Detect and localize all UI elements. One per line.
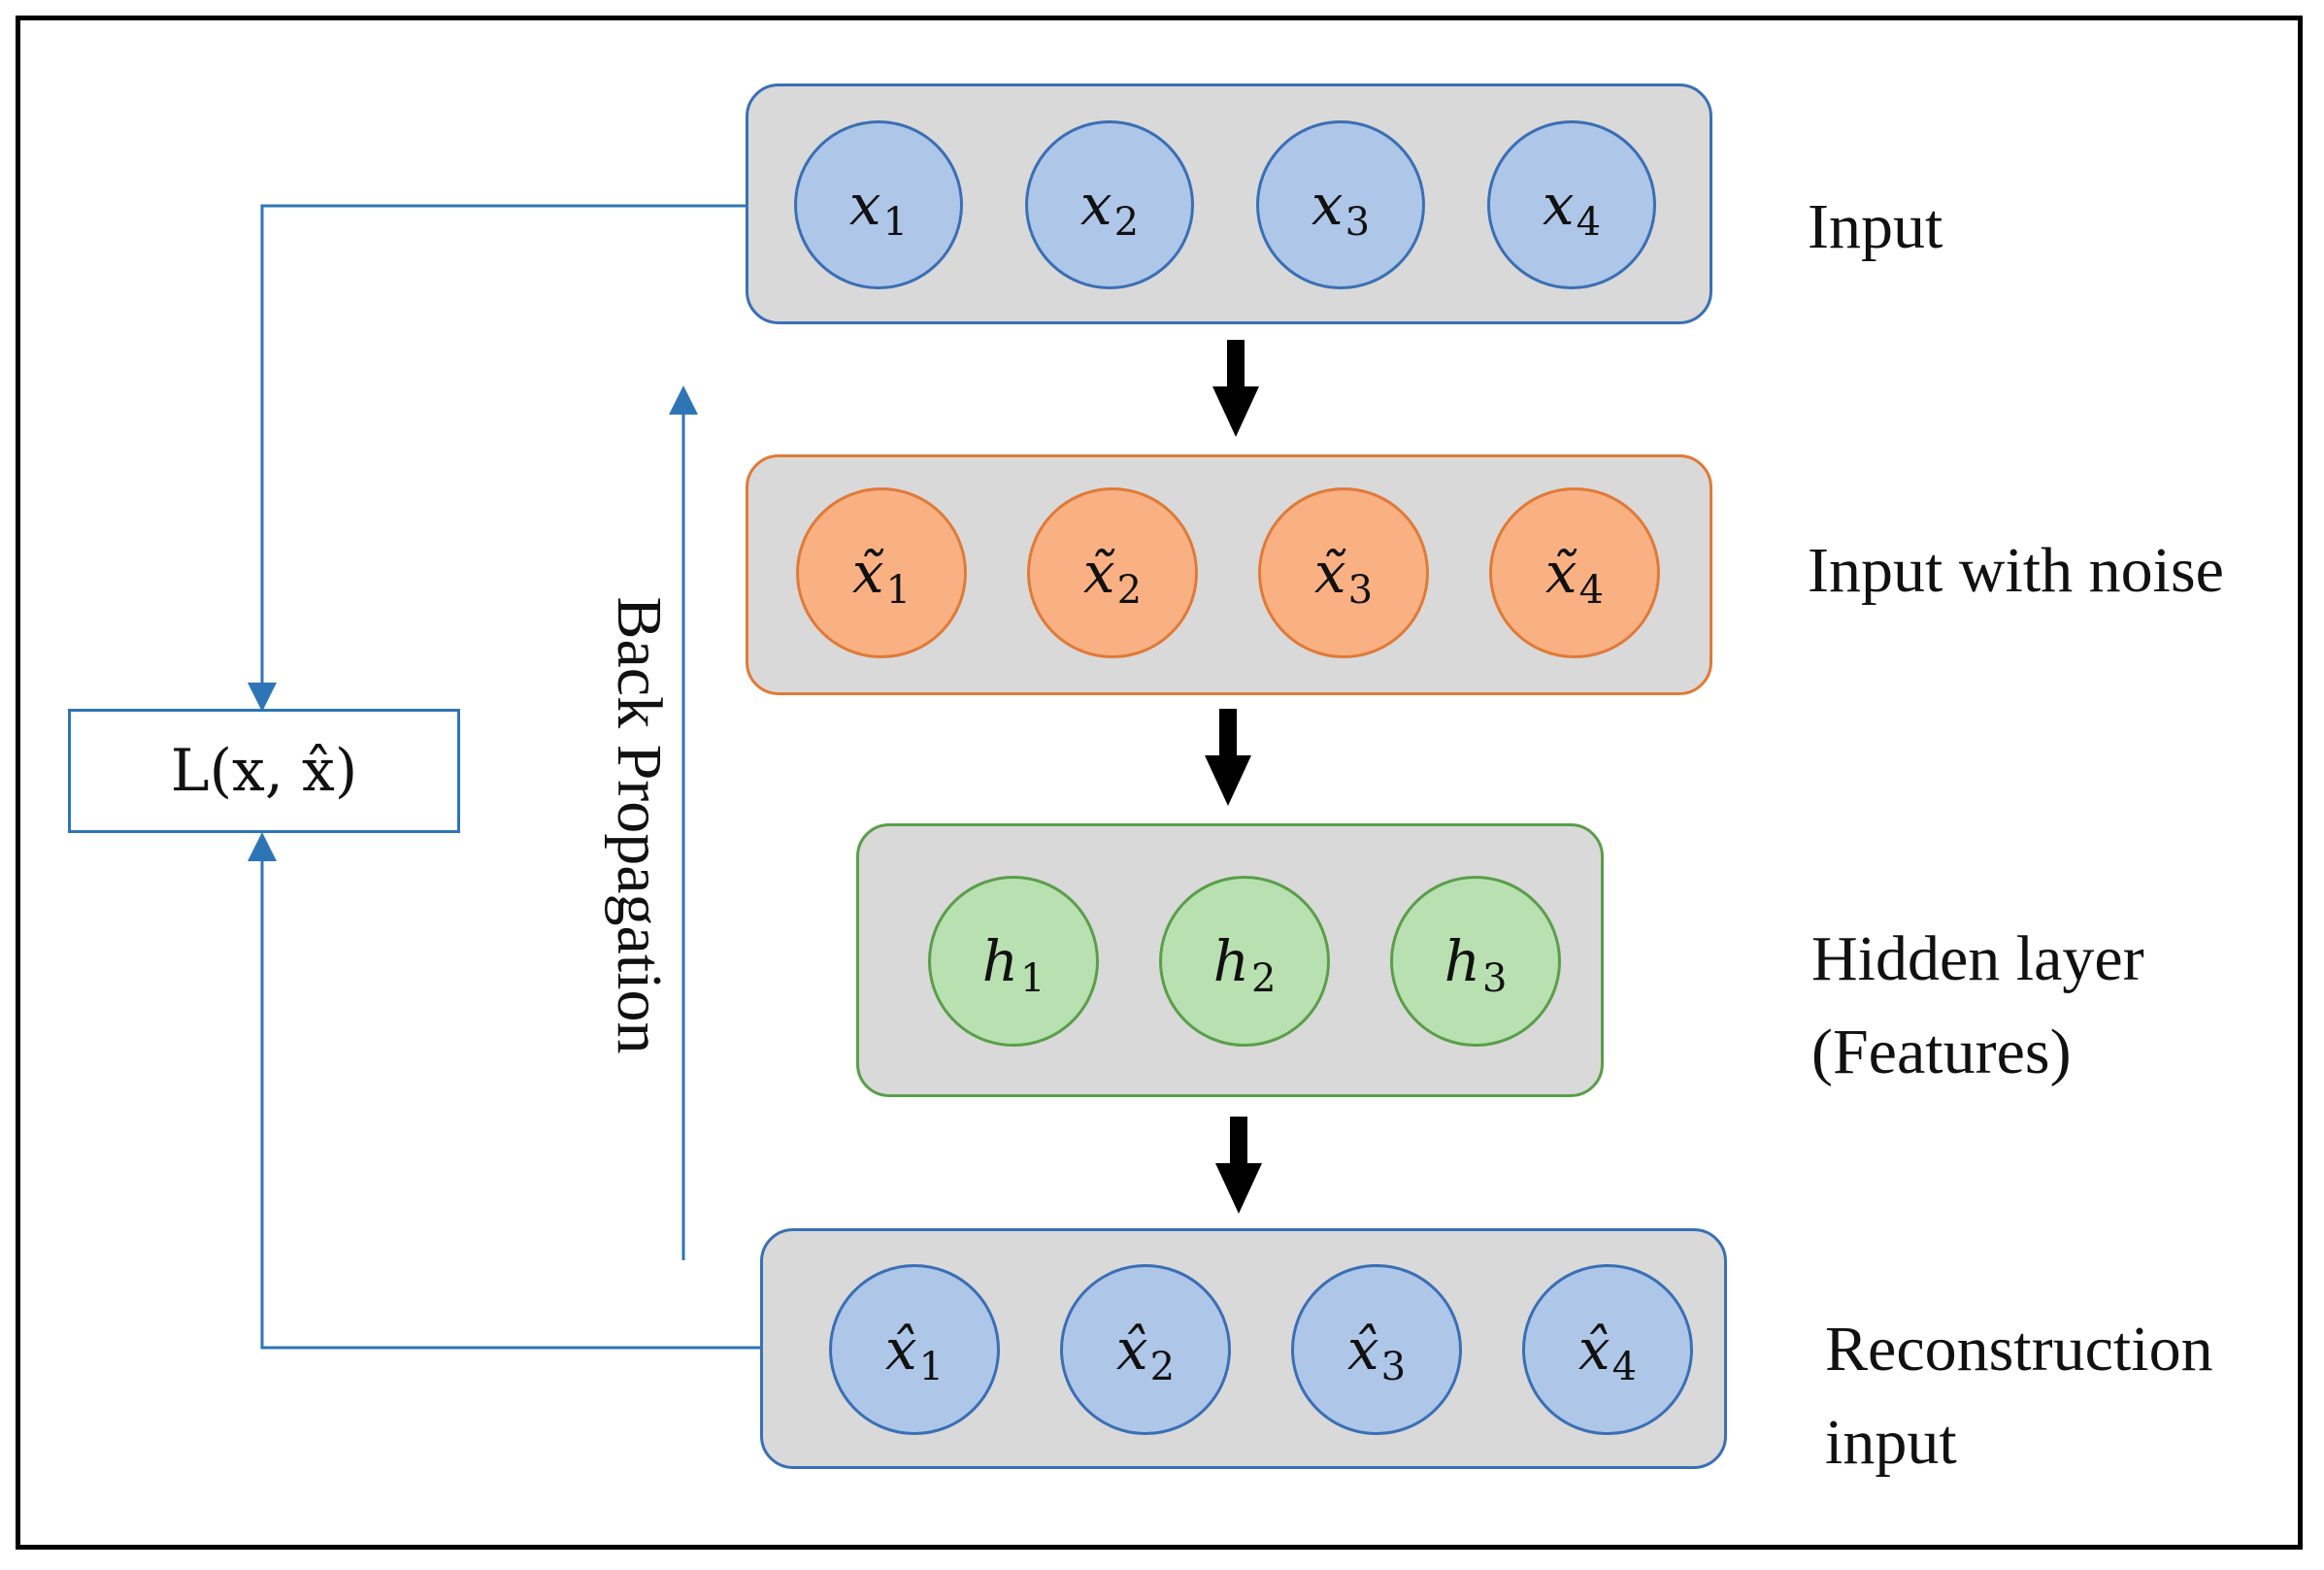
label-line: Input [1808, 191, 1943, 262]
node-subscript: 2 [1250, 956, 1277, 1001]
node-subscript: 1 [885, 568, 912, 613]
noise-node: x̃2 [1027, 487, 1198, 658]
diagram-frame [16, 16, 2303, 1550]
label-line: Hidden layer [1811, 923, 2144, 994]
node-symbol: x̂ [1346, 1317, 1379, 1383]
node-subscript: 3 [1345, 200, 1371, 245]
node-symbol: x̃ [851, 540, 884, 606]
node-symbol: x̂ [1577, 1317, 1610, 1383]
node-symbol: x [848, 172, 881, 238]
node-subscript: 4 [1576, 200, 1602, 245]
recon-node: x̂3 [1291, 1264, 1462, 1435]
node-subscript: 3 [1481, 956, 1508, 1001]
down-arrow-1 [1212, 340, 1259, 437]
input-layer-label: Input [1808, 181, 1942, 274]
down-arrow-3 [1215, 1117, 1262, 1214]
backprop-label: Back Propagation [604, 596, 675, 1054]
node-symbol: x̂ [884, 1317, 917, 1383]
node-symbol: x̃ [1544, 540, 1577, 606]
noise-node: x̃4 [1489, 487, 1660, 658]
node-subscript: 4 [1578, 568, 1605, 613]
node-subscript: 1 [1019, 956, 1046, 1001]
down-arrow-2 [1205, 709, 1251, 806]
node-symbol: h [981, 928, 1018, 994]
node-symbol: x̃ [1313, 540, 1346, 606]
recon-to-loss-connector [248, 832, 760, 1350]
loss-function-box: L(x, x̂) [68, 709, 460, 833]
node-symbol: x [1542, 172, 1575, 238]
node-subscript: 2 [1113, 200, 1140, 245]
label-line: (Features) [1811, 1016, 2072, 1087]
node-symbol: x̂ [1115, 1317, 1148, 1383]
label-line: Reconstruction [1825, 1314, 2213, 1385]
node-symbol: x̃ [1082, 540, 1115, 606]
node-symbol: h [1212, 928, 1249, 994]
recon-node: x̂1 [829, 1264, 1000, 1435]
noise-layer-label: Input with noise [1808, 524, 2224, 618]
recon-layer-label: Reconstruction input [1825, 1303, 2213, 1488]
node-symbol: x [1311, 172, 1344, 238]
noise-node: x̃3 [1258, 487, 1429, 658]
loss-function-label: L(x, x̂) [170, 737, 358, 805]
node-subscript: 4 [1611, 1345, 1638, 1389]
label-line: Input with noise [1808, 535, 2224, 606]
node-subscript: 3 [1380, 1345, 1407, 1389]
input-to-loss-connector [248, 204, 746, 712]
node-subscript: 2 [1116, 568, 1143, 613]
label-line: input [1825, 1406, 1957, 1478]
node-subscript: 1 [918, 1345, 945, 1389]
node-subscript: 2 [1149, 1345, 1176, 1389]
hidden-layer-label: Hidden layer (Features) [1811, 913, 2144, 1098]
node-symbol: h [1444, 928, 1480, 994]
node-subscript: 3 [1347, 568, 1374, 613]
node-symbol: x [1079, 172, 1112, 238]
noise-node: x̃1 [796, 487, 967, 658]
recon-node: x̂4 [1522, 1264, 1693, 1435]
node-subscript: 1 [882, 200, 909, 245]
recon-node: x̂2 [1060, 1264, 1231, 1435]
